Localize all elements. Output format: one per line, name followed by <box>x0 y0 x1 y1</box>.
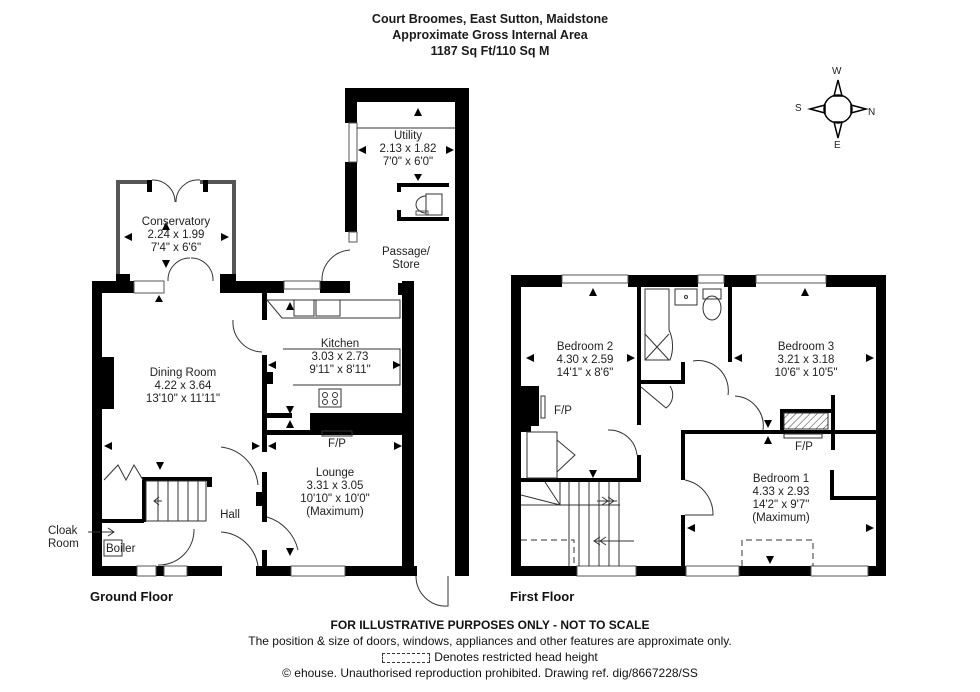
room-metric: 3.31 x 3.05 <box>306 480 364 492</box>
room-name: Lounge <box>315 467 355 479</box>
room-conservatory: Conservatory 2.24 x 1.99 7'4" x 6'6" <box>126 216 226 255</box>
room-imperial: 13'10" x 11'11" <box>145 393 221 405</box>
first-windows <box>561 274 869 577</box>
room-imperial: 7'4" x 6'6" <box>150 242 202 254</box>
lounge-fireplace: F/P <box>328 438 346 450</box>
compass-south: S <box>795 103 802 114</box>
ground-dimension-arrows <box>104 108 454 556</box>
area-value: 1187 Sq Ft/110 Sq M <box>430 44 550 58</box>
room-name-2: Room <box>48 538 79 550</box>
room-imperial: 10'10" x 10'0" <box>300 493 370 505</box>
room-name: Bedroom 1 <box>752 473 810 485</box>
first-floor-plan <box>511 275 886 576</box>
head-height-legend: Denotes restricted head height <box>0 650 980 665</box>
compass-east: E <box>834 140 841 151</box>
copyright: © ehouse. Unauthorised reproduction proh… <box>282 666 698 680</box>
bedroom-2-fireplace: F/P <box>554 405 572 417</box>
room-metric: 3.21 x 3.18 <box>777 354 835 366</box>
area-title: Approximate Gross Internal Area <box>392 28 588 42</box>
room-metric: 2.24 x 1.99 <box>147 229 205 241</box>
room-note: (Maximum) <box>306 506 364 518</box>
approximate-note: The position & size of doors, windows, a… <box>248 634 732 648</box>
room-utility: Utility 2.13 x 1.82 7'0" x 6'0" <box>368 130 448 169</box>
room-name: Bedroom 3 <box>777 341 835 353</box>
compass-icon <box>807 79 869 139</box>
room-imperial: 10'6" x 10'5" <box>774 367 838 379</box>
room-cloak: Cloak Room <box>48 525 88 551</box>
room-metric: 4.33 x 2.93 <box>752 486 810 498</box>
ground-floor-plan <box>92 88 469 576</box>
ground-floor-label: Ground Floor <box>90 589 174 604</box>
room-name: Utility <box>393 130 423 142</box>
room-imperial: 7'0" x 6'0" <box>382 156 434 168</box>
room-name: Cloak <box>48 525 78 537</box>
room-name: Conservatory <box>141 216 211 228</box>
ground-windows <box>133 122 429 577</box>
room-name: Bedroom 2 <box>556 341 614 353</box>
room-metric: 2.13 x 1.82 <box>379 143 437 155</box>
room-metric: 4.30 x 2.59 <box>556 354 614 366</box>
room-imperial: 14'1" x 8'6" <box>556 367 614 379</box>
first-floor-label: First Floor <box>510 589 575 604</box>
room-imperial: 14'2" x 9'7" <box>752 499 810 511</box>
boiler-label: Boiler <box>106 543 136 555</box>
room-lounge: Lounge 3.31 x 3.05 10'10" x 10'0" (Maxim… <box>285 467 385 519</box>
disclaimer: FOR ILLUSTRATIVE PURPOSES ONLY - NOT TO … <box>330 618 650 632</box>
room-metric: 4.22 x 3.64 <box>154 380 212 392</box>
room-metric: 3.03 x 2.73 <box>311 351 369 363</box>
room-bedroom-2: Bedroom 2 4.30 x 2.59 14'1" x 8'6" <box>540 341 630 380</box>
room-bedroom-1: Bedroom 1 4.33 x 2.93 14'2" x 9'7" (Maxi… <box>731 473 831 525</box>
room-name: Dining Room <box>149 367 217 379</box>
first-fixtures <box>520 288 823 566</box>
room-hall: Hall <box>220 509 240 521</box>
room-name-2: Store <box>392 259 420 271</box>
property-address: Court Broomes, East Sutton, Maidstone <box>371 12 609 26</box>
first-dimension-arrows <box>526 288 874 564</box>
room-dining: Dining Room 4.22 x 3.64 13'10" x 11'11" <box>133 367 233 406</box>
room-imperial: 9'11" x 8'11" <box>309 364 371 376</box>
room-name: Passage/ <box>382 246 430 258</box>
room-passage-store: Passage/ Store <box>376 246 436 272</box>
room-note: (Maximum) <box>752 512 810 524</box>
legend-text: Denotes restricted head height <box>434 650 598 664</box>
compass-west: W <box>832 66 842 77</box>
bedroom-3-fireplace: F/P <box>795 441 813 453</box>
room-kitchen: Kitchen 3.03 x 2.73 9'11" x 8'11" <box>295 338 385 377</box>
restricted-head-height-icon <box>382 652 431 663</box>
ground-fixtures <box>88 127 455 607</box>
compass-north: N <box>868 107 876 118</box>
room-name: Kitchen <box>320 338 360 350</box>
room-bedroom-3: Bedroom 3 3.21 x 3.18 10'6" x 10'5" <box>761 341 851 380</box>
